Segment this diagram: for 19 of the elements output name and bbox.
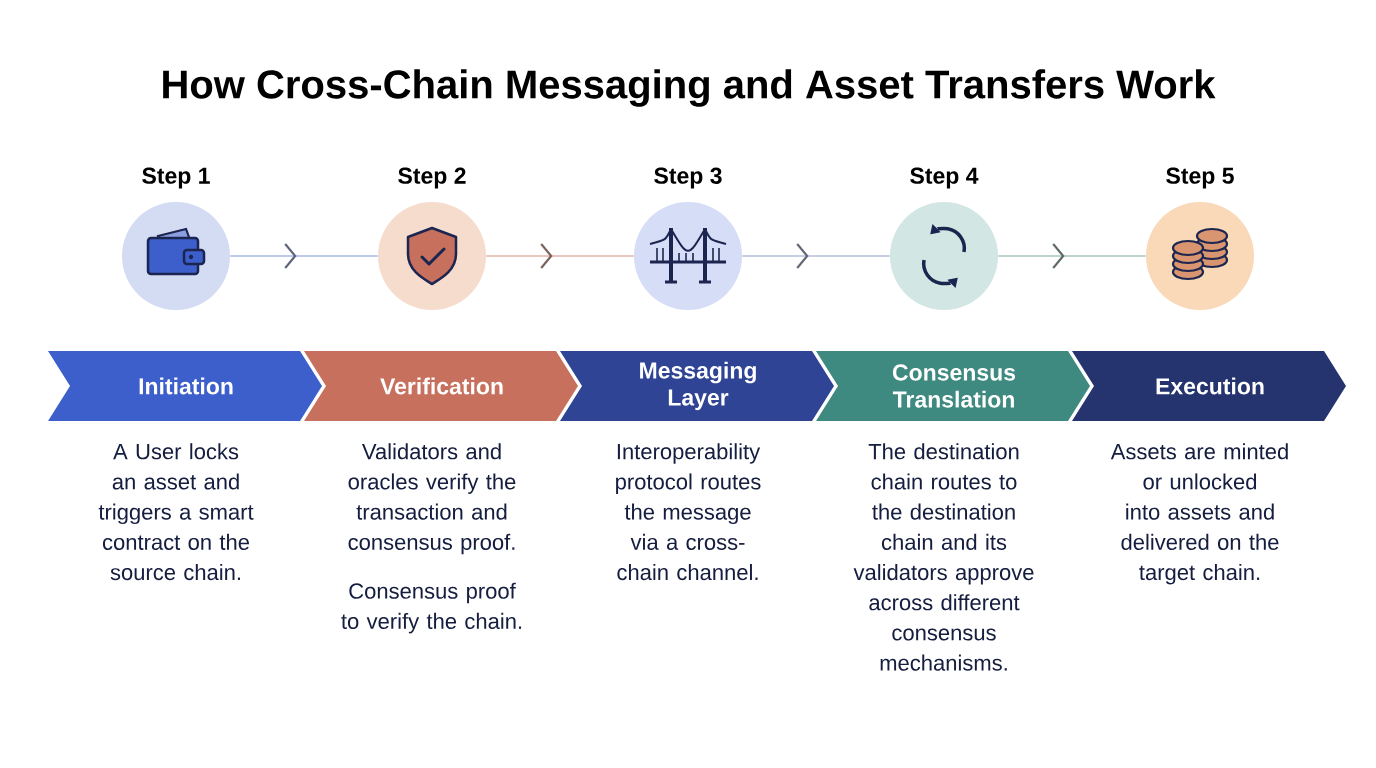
description-text: Validators and oracles verify the transaction and consensus proof. bbox=[348, 443, 516, 555]
description-text: Interoperability protocol routes the message via a cross-chain channel. bbox=[616, 443, 761, 581]
chevron-banner: Initiation bbox=[48, 351, 322, 421]
chevron-banner: Consensus Translation bbox=[816, 351, 1090, 421]
chevron-banner: Messaging Layer bbox=[560, 351, 834, 421]
step-label: Step 3 bbox=[654, 167, 722, 189]
step-label: Step 2 bbox=[398, 167, 466, 189]
icon-circle bbox=[890, 202, 998, 310]
description-text: Consensus proof to verify the chain. bbox=[341, 582, 522, 634]
description-text: A User locks an asset and triggers a smart contract on the source chain. bbox=[98, 443, 254, 581]
step-label: Step 1 bbox=[142, 167, 210, 189]
chevron-banner: Execution bbox=[1072, 351, 1346, 421]
chevron-banner: Verification bbox=[304, 351, 578, 421]
step-label: Step 5 bbox=[1166, 167, 1234, 189]
title: How Cross-Chain Messaging and Asset Transfers Work bbox=[163, 69, 1216, 107]
icon-circle bbox=[634, 202, 742, 310]
description-text: Assets are minted or unlocked into assets and delivered on the target chain. bbox=[1110, 443, 1288, 585]
step-label: Step 4 bbox=[910, 167, 979, 189]
description-text: The destination chain routes to the destination chain and its validators approve across different consensus mechanisms. bbox=[853, 443, 1034, 671]
